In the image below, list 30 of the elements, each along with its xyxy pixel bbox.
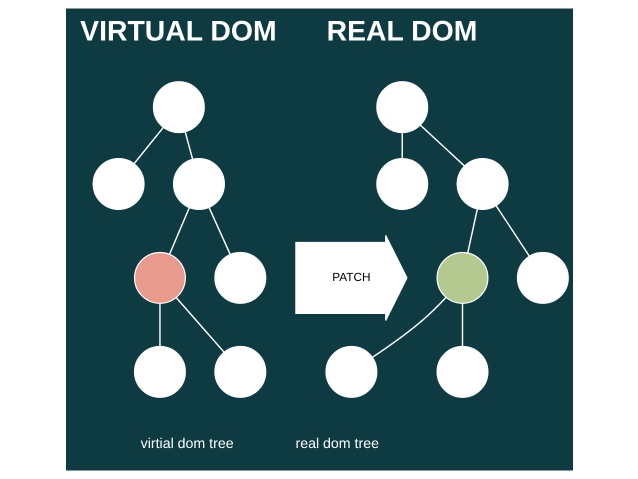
node-circle <box>376 158 428 210</box>
node-circle <box>456 158 508 210</box>
node-circle <box>376 81 428 134</box>
node-circle <box>214 346 266 398</box>
connector <box>184 132 193 160</box>
node-circle <box>436 346 488 398</box>
node-circle <box>324 346 377 398</box>
node-circle <box>172 158 224 210</box>
connector <box>419 124 464 166</box>
node-circle <box>92 158 144 210</box>
label: real dom tree <box>294 436 378 452</box>
node-circle <box>152 81 204 134</box>
node-circle <box>436 252 488 304</box>
connector <box>175 297 224 353</box>
connector <box>133 127 164 164</box>
label: VIRTUAL DOM <box>80 16 276 48</box>
connector <box>401 132 402 158</box>
node-circle <box>133 346 186 398</box>
connector <box>168 208 190 255</box>
connector <box>208 207 230 255</box>
node-circle <box>214 252 266 304</box>
label: virtial dom tree <box>140 436 234 452</box>
node-circle <box>133 252 186 304</box>
connector <box>371 297 446 358</box>
connector <box>495 206 530 256</box>
node-circle <box>516 252 568 304</box>
connector <box>461 304 463 346</box>
connector <box>466 209 478 253</box>
connector <box>158 304 160 346</box>
label: REAL DOM <box>326 16 477 48</box>
